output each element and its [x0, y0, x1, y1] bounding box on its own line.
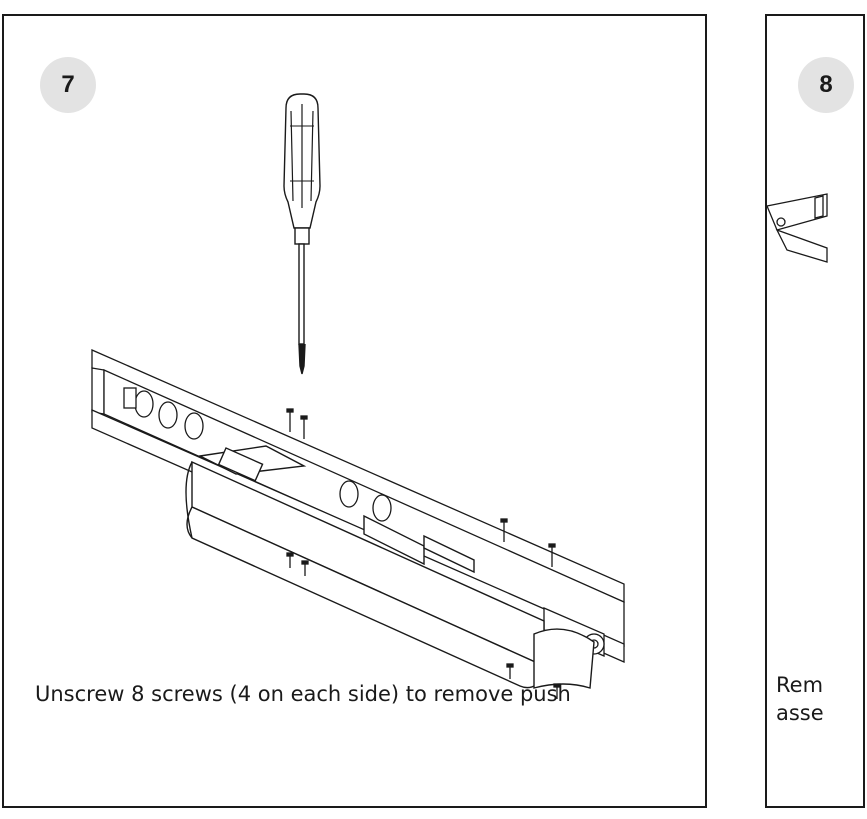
door-closer-illustration [91, 93, 625, 699]
screw-icon [286, 408, 561, 699]
caption-line-2: asse [776, 701, 824, 725]
step-8-caption: Rem asse [776, 671, 824, 727]
step-7-panel: 7 [2, 14, 707, 808]
rail-track [91, 349, 625, 663]
rail-bracket-illustration [766, 193, 828, 263]
step-7-caption: Unscrew 8 screws (4 on each side) to rem… [35, 682, 571, 706]
step-number-badge: 8 [798, 57, 854, 113]
step-8-panel: 8 Rem asse [765, 14, 865, 808]
closer-body [185, 445, 595, 689]
screwdriver-icon [283, 93, 321, 375]
step-number-badge: 7 [40, 57, 96, 113]
caption-line-1: Rem [776, 673, 824, 697]
